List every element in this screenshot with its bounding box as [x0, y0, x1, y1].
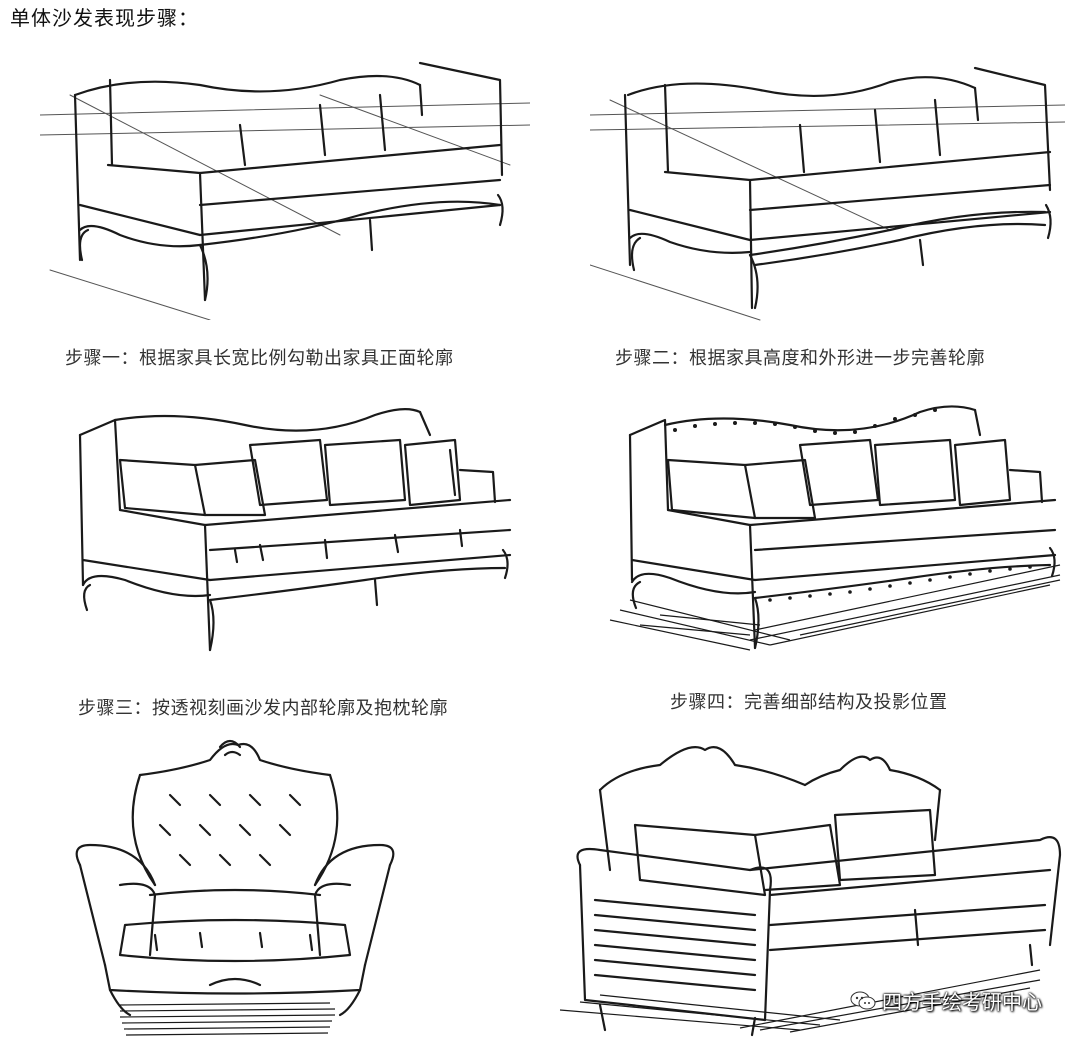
- sketch-step4: [600, 400, 1070, 655]
- wechat-icon: [850, 991, 876, 1009]
- sketch-step3: [65, 400, 525, 655]
- caption-step2: 步骤二：根据家具高度和外形进一步完善轮廓: [615, 348, 985, 369]
- watermark: 四方手绘考研中心: [850, 986, 1042, 1015]
- sketch-step2: [590, 60, 1065, 325]
- sketch-step1: [40, 55, 530, 320]
- caption-step3: 步骤三：按透视刻画沙发内部轮廓及抱枕轮廓: [78, 698, 448, 719]
- watermark-text: 四方手绘考研中心: [882, 990, 1042, 1014]
- sketch-large-sofa: [540, 730, 1070, 1040]
- page-title: 单体沙发表现步骤：: [10, 6, 199, 30]
- caption-step1: 步骤一：根据家具长宽比例勾勒出家具正面轮廓: [65, 348, 454, 369]
- caption-step4: 步骤四：完善细部结构及投影位置: [670, 692, 948, 713]
- sketch-armchair: [60, 735, 400, 1040]
